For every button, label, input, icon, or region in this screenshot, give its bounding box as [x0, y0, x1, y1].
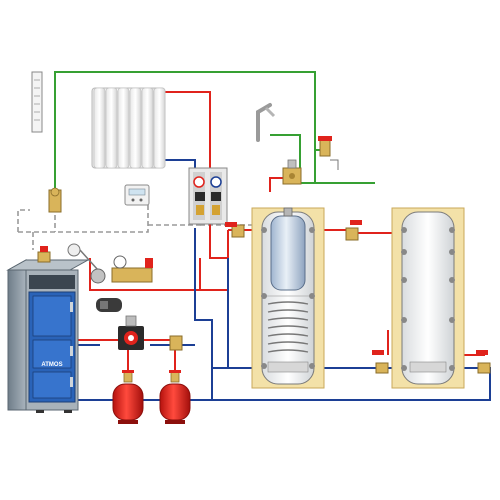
boiler-icon: [6, 259, 90, 413]
drain-valve-icon: [169, 335, 183, 351]
laddomat-loading-unit-icon: [118, 315, 144, 350]
thermometer-valve-icon: [37, 246, 51, 263]
room-thermostat-icon: [124, 184, 150, 206]
buffer-tank-icon: [391, 207, 465, 389]
flue-thermometer-icon: [96, 298, 122, 312]
drain-valve-bottom-left-icon: [372, 350, 389, 374]
radiator-icon: [91, 87, 166, 169]
tank-valve-right-icon: [345, 220, 362, 241]
shower-tap-icon: [256, 103, 276, 142]
expansion-vessel-icon: [159, 370, 191, 424]
hot-water-tank-icon: [251, 207, 325, 389]
cold-water-lines: [54, 71, 375, 190]
thermostatic-mixing-valve-icon: [282, 159, 302, 185]
pump-station-icon: [188, 167, 228, 225]
boiler-brand-label: ATMOS: [41, 362, 62, 368]
cooling-valve-icon: [67, 243, 106, 284]
outdoor-sensor-icon: [31, 71, 43, 133]
expansion-vessel-icon: [112, 370, 144, 424]
manifold-gauge-icon: [111, 255, 153, 283]
sensor-valve-icon: [48, 187, 62, 213]
drain-valve-bottom-right-icon: [476, 350, 491, 374]
safety-valve-icon: [318, 136, 339, 170]
return-pipes: [30, 159, 491, 401]
tank-valve-left-icon: [225, 222, 245, 238]
